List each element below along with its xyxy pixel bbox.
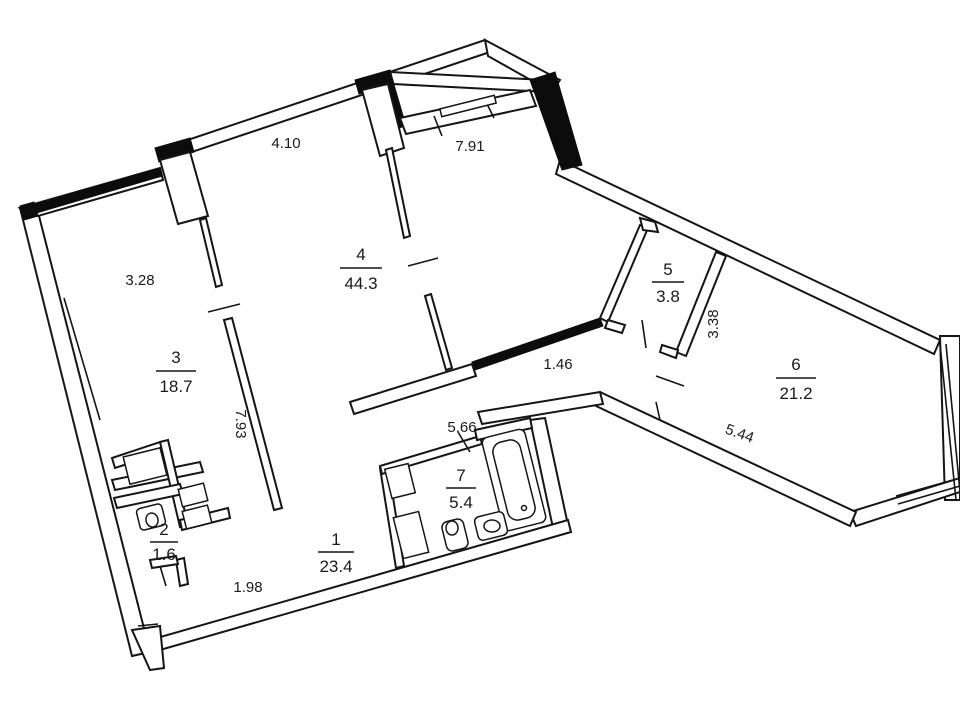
dimension-4-10: 4.10 (271, 135, 300, 152)
dimension-labels: 4.10 7.91 3.28 7.93 1.46 3.38 5.66 5.4 4 … (125, 135, 756, 596)
fixtures (122, 94, 547, 560)
room-3-number: 3 (171, 348, 180, 367)
room-3-area: 18.7 (159, 377, 192, 396)
room-6-number: 6 (791, 355, 800, 374)
dimension-3-28: 3.28 (125, 272, 154, 289)
dimension-7-93: 7.93 (232, 409, 249, 438)
room-label-3: 3 18.7 (156, 348, 196, 396)
dimension-5-44: 5.44 (723, 421, 756, 447)
room-2-area: 1.6 (152, 545, 176, 564)
room-7-area: 5.4 (449, 493, 473, 512)
room-label-5: 5 3.8 (652, 260, 684, 306)
dimension-5-66: 5.66 (447, 419, 476, 436)
room-1-number: 1 (331, 530, 340, 549)
room-label-6: 6 21.2 (776, 355, 816, 403)
room-5-area: 3.8 (656, 287, 680, 306)
room-4-number: 4 (356, 245, 365, 264)
room-label-4: 4 44.3 (340, 245, 382, 293)
room-label-7: 7 5.4 (446, 466, 476, 512)
dimension-1-46: 1.46 (543, 356, 572, 373)
room-label-2: 2 1.6 (150, 520, 178, 564)
interior-walls (110, 82, 728, 588)
windows (137, 343, 960, 627)
room-2-number: 2 (159, 520, 168, 539)
dimension-1-98: 1.98 (233, 579, 262, 596)
room-7-number: 7 (456, 466, 465, 485)
room-6-area: 21.2 (779, 384, 812, 403)
room-5-number: 5 (663, 260, 672, 279)
dimension-3-38: 3.38 (705, 309, 722, 338)
room-1-area: 23.4 (319, 557, 352, 576)
exterior-walls (17, 38, 960, 672)
room-4-area: 44.3 (344, 274, 377, 293)
door-marks (63, 97, 685, 587)
room-label-1: 1 23.4 (318, 530, 354, 576)
dimension-7-91: 7.91 (455, 138, 484, 155)
structural-columns (19, 69, 604, 371)
